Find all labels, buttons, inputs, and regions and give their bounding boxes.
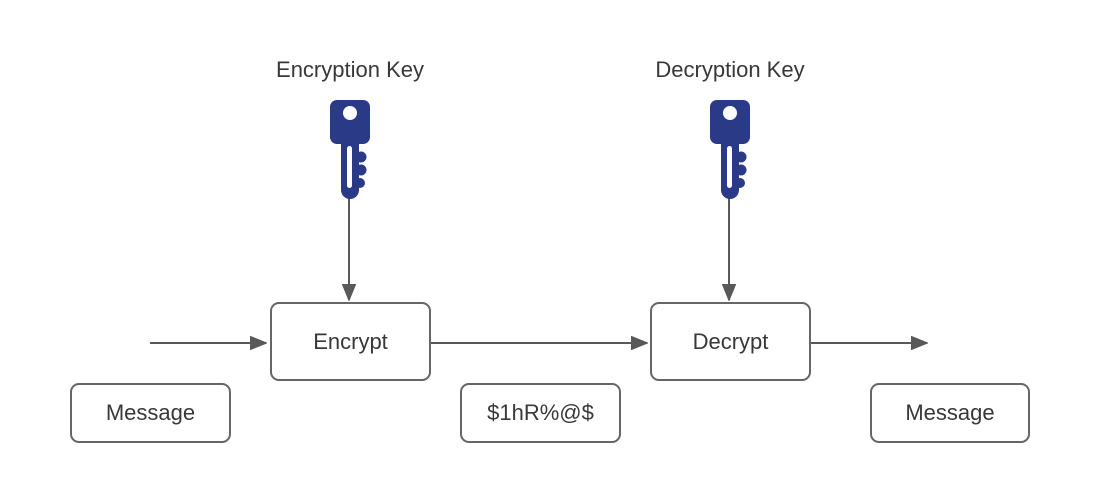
encrypt-box: Encrypt bbox=[270, 302, 431, 381]
decryption-key-icon bbox=[710, 100, 750, 199]
message-output-box: Message bbox=[870, 383, 1030, 443]
decrypt-box: Decrypt bbox=[650, 302, 811, 381]
encryption-key-label: Encryption Key bbox=[276, 57, 424, 82]
decryption-key-label: Decryption Key bbox=[655, 57, 805, 82]
message-input-label: Message bbox=[105, 400, 196, 425]
encryption-key-icon bbox=[330, 100, 370, 199]
decrypt-box-label: Decrypt bbox=[692, 328, 769, 354]
message-output-label: Message bbox=[905, 400, 995, 425]
message-input-box: Message bbox=[70, 383, 231, 443]
ciphertext-label: $1hR%@$ bbox=[487, 400, 594, 425]
ciphertext-box: $1hR%@$ bbox=[460, 383, 621, 443]
encrypt-box-label: Encrypt bbox=[313, 328, 388, 354]
